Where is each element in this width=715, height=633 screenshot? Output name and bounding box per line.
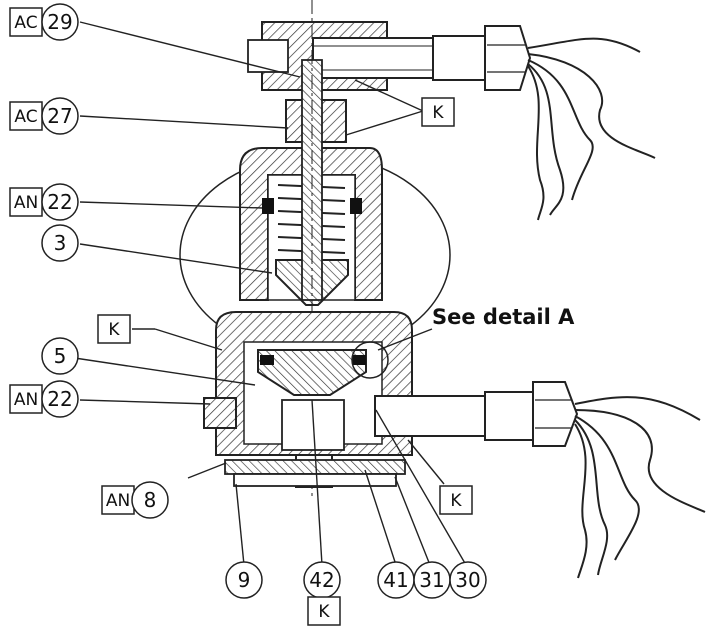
callout-code: AN xyxy=(106,491,130,511)
callout-code: AC xyxy=(14,13,37,33)
callout-code: K xyxy=(318,602,330,622)
callout-k-right: K xyxy=(439,485,473,515)
callout-k-bottom: K xyxy=(307,596,341,626)
callout-31: 31 xyxy=(413,561,451,599)
callout-number: 22 xyxy=(47,387,72,411)
callout-5: 5 xyxy=(41,337,79,375)
callout-k-left: K xyxy=(97,314,131,344)
callout-30: 30 xyxy=(449,561,487,599)
callout-number: 41 xyxy=(383,568,408,592)
callout-number: 9 xyxy=(238,568,251,592)
side-cable-wires xyxy=(574,396,706,579)
callout-code: AC xyxy=(14,107,37,127)
callout-number: 3 xyxy=(54,231,67,255)
callout-42: 42 xyxy=(303,561,341,599)
callout-number: 42 xyxy=(309,568,334,592)
see-detail-label: See detail A xyxy=(432,305,575,329)
callout-code: K xyxy=(432,103,444,123)
callout-number: 27 xyxy=(47,104,72,128)
callout-k-top: K xyxy=(421,97,455,127)
callout-41: 41 xyxy=(377,561,415,599)
callout-ac-29: AC 29 xyxy=(9,3,79,41)
lower-body xyxy=(203,311,413,488)
callout-number: 29 xyxy=(47,10,72,34)
callout-number: 30 xyxy=(455,568,480,592)
callout-an-8: AN 8 xyxy=(101,481,169,519)
callout-ac-27: AC 27 xyxy=(9,97,79,135)
top-fitting xyxy=(247,21,532,91)
callout-code: K xyxy=(450,491,462,511)
callout-number: 8 xyxy=(144,488,157,512)
callout-number: 5 xyxy=(54,344,67,368)
leader-lines xyxy=(67,21,467,566)
callout-code: AN xyxy=(14,193,38,213)
callout-3: 3 xyxy=(41,224,79,262)
callout-code: AN xyxy=(14,390,38,410)
top-cable-wires xyxy=(527,37,656,221)
callout-code: K xyxy=(108,320,120,340)
callout-an-22-top: AN 22 xyxy=(9,183,79,221)
side-fitting xyxy=(374,381,579,447)
callout-number: 22 xyxy=(47,190,72,214)
callout-9: 9 xyxy=(225,561,263,599)
callout-number: 31 xyxy=(419,568,444,592)
callout-an-22-bottom: AN 22 xyxy=(9,380,79,418)
upper-body xyxy=(239,0,383,500)
